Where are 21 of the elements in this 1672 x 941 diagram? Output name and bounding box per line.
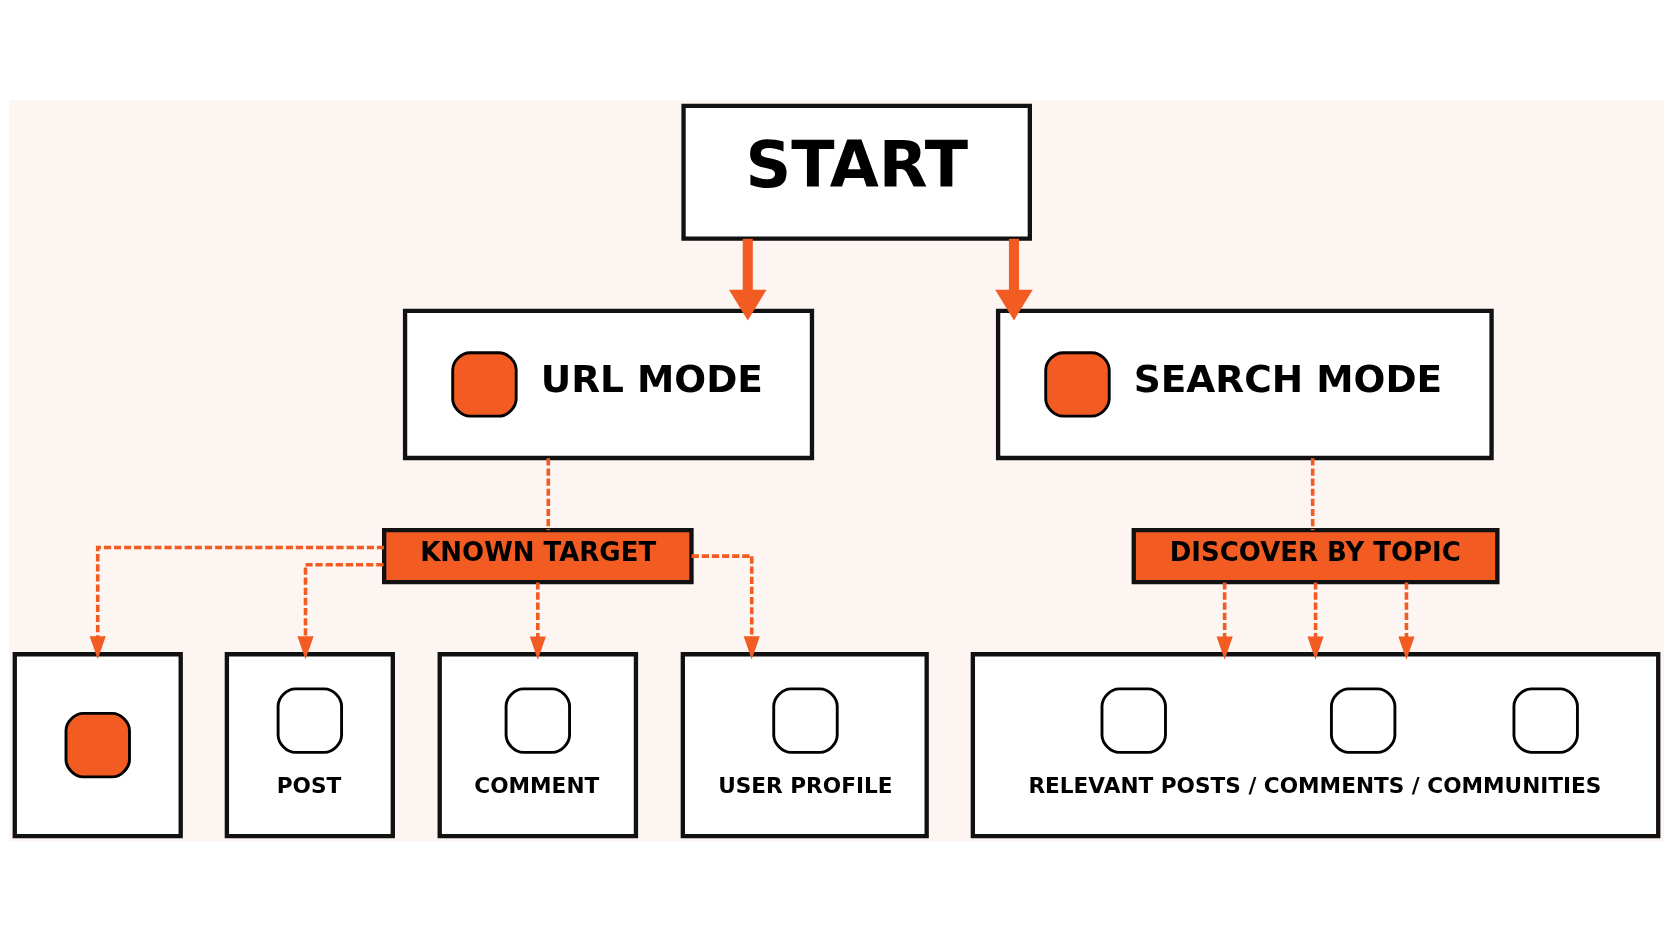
node-box: POST xyxy=(224,651,395,838)
arrow xyxy=(529,581,546,660)
arrow xyxy=(1216,581,1233,660)
arrow xyxy=(1397,581,1415,660)
arrow xyxy=(728,238,766,320)
node-box: DISCOVER BY TOPIC xyxy=(1131,527,1499,584)
node-box: KNOWN TARGET xyxy=(381,527,694,584)
node-box: RELEVANT POSTS / COMMENTS / COMMUNITIES xyxy=(970,651,1660,838)
arrow xyxy=(89,545,384,659)
connector xyxy=(1310,457,1314,530)
arrow xyxy=(296,562,383,659)
node-box: START xyxy=(680,103,1032,241)
arrow xyxy=(994,238,1033,320)
node-box xyxy=(12,651,183,838)
arrow xyxy=(1306,581,1324,660)
node-box: SEARCH MODE xyxy=(995,308,1494,460)
connector xyxy=(545,457,550,530)
node-box: USER PROFILE xyxy=(680,651,929,838)
node-box: COMMENT xyxy=(437,651,638,838)
node-box: URL MODE xyxy=(402,308,814,460)
arrow xyxy=(691,553,760,659)
